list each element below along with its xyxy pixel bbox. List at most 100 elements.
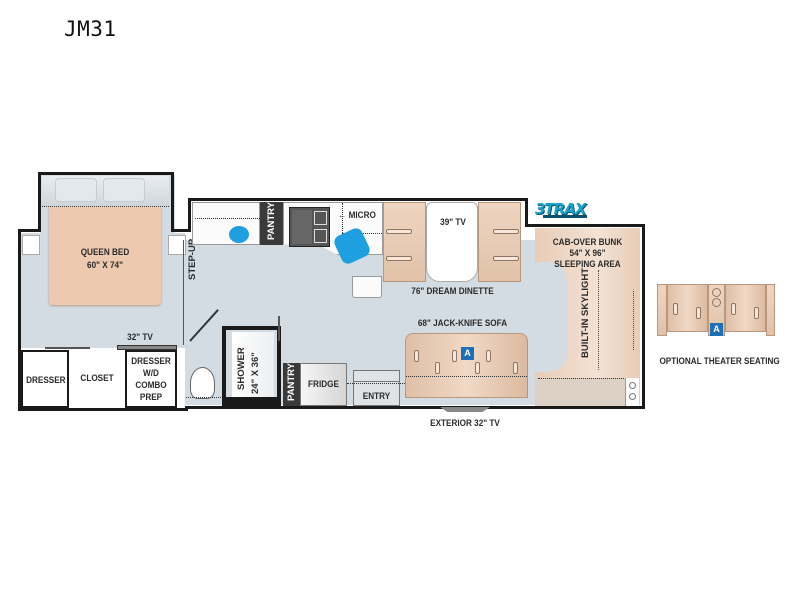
closet-rod	[45, 347, 90, 349]
sofa-arm	[414, 350, 419, 362]
sofa-arm	[486, 350, 491, 362]
shower-label: SHOWER	[236, 347, 247, 390]
dinette-table: 39" TV	[426, 202, 478, 282]
bath-door-jamb	[278, 316, 280, 341]
seat-arm	[754, 307, 759, 319]
wall	[38, 172, 41, 232]
shower-wall	[222, 326, 280, 330]
pillow	[55, 178, 97, 202]
wall	[171, 229, 191, 232]
wall	[525, 198, 528, 226]
wall	[18, 229, 21, 411]
wall	[185, 406, 645, 409]
shower-size: 24" X 36"	[250, 352, 261, 394]
fridge: FRIDGE	[300, 363, 347, 406]
shower-wall	[222, 326, 226, 408]
burner-icon	[314, 229, 327, 243]
stove-icon	[289, 207, 330, 247]
wall	[642, 224, 645, 408]
cupholder-icon	[712, 288, 721, 297]
dresser-combo-line2: W/D	[143, 368, 159, 379]
dinette-label: 76" DREAM DINETTE	[411, 286, 494, 297]
bed-label: QUEEN BED	[80, 247, 130, 258]
shower-base	[226, 397, 277, 407]
toilet-icon	[190, 367, 215, 399]
counter-edge	[195, 218, 260, 219]
pantry-bottom: PANTRY	[283, 363, 300, 406]
pantry-bottom-label: PANTRY	[286, 363, 297, 401]
sofa-arm	[475, 362, 480, 374]
nightstand	[168, 235, 186, 255]
exterior-tv-icon	[440, 407, 490, 412]
wall	[188, 198, 528, 201]
seat-icon	[629, 393, 636, 400]
dresser-combo: DRESSER W/D COMBO PREP	[125, 350, 177, 408]
step-divider	[183, 240, 184, 345]
bed-size: 60" X 74"	[87, 260, 123, 271]
jack-knife-sofa	[405, 333, 528, 398]
logo-text: 3TRAX	[535, 200, 586, 218]
wall	[20, 229, 41, 232]
bedroom-tv-label: 32" TV	[127, 332, 153, 343]
pillow	[103, 178, 145, 202]
cab-bunk-label: CAB-OVER BUNK	[552, 237, 623, 248]
micro-label: ← MICRO	[336, 210, 379, 221]
nightstand	[22, 235, 40, 255]
seat-icon	[629, 382, 636, 389]
theater-seat-right	[725, 284, 766, 332]
logo-underline	[543, 215, 587, 218]
step-line	[354, 381, 399, 382]
micro-text: MICRO	[348, 210, 376, 221]
dinette-tv-label: 39" TV	[440, 217, 466, 228]
arrow-left-icon: ←	[338, 210, 347, 221]
dresser-combo-line1: DRESSER	[131, 356, 171, 367]
entry-step: ENTRY	[353, 370, 400, 406]
sofa-arm	[452, 350, 457, 362]
theater-seat-left	[667, 284, 708, 332]
fridge-label: FRIDGE	[308, 379, 339, 390]
sofa-label: 68" JACK-KNIFE SOFA	[417, 318, 508, 329]
oven-icon	[292, 210, 312, 244]
cab-dash	[535, 378, 625, 406]
bedroom-tv-icon	[117, 345, 177, 350]
seat-arm	[493, 229, 519, 234]
sofa-arm	[435, 362, 440, 374]
seat-arm	[696, 307, 701, 319]
wall	[171, 172, 174, 232]
floorplan-title: JM31	[64, 17, 117, 41]
galley-end	[352, 276, 382, 298]
dresser-combo-line4: PREP	[139, 392, 163, 403]
theater-side	[766, 284, 775, 336]
seat-arm	[731, 303, 736, 315]
wall	[525, 224, 645, 227]
dresser-combo-line3: COMBO	[135, 380, 167, 391]
cab-window	[625, 378, 639, 406]
wall	[38, 172, 174, 175]
bath-sink-counter	[192, 202, 260, 245]
micro-outline	[342, 203, 343, 233]
cupholder-icon	[712, 298, 721, 307]
dresser-label: DRESSER	[26, 375, 66, 386]
dinette-seat-left	[383, 202, 426, 282]
pantry-top: PANTRY	[260, 202, 283, 245]
sofa-arm	[513, 362, 518, 374]
dash-edge	[538, 378, 626, 379]
bed-edge	[42, 206, 169, 207]
cab-bunk-size: 54" X 96"	[569, 248, 606, 259]
closet-label: CLOSET	[80, 373, 114, 384]
skylight-label: BUILT-IN SKYLIGHT	[580, 267, 591, 358]
seat-arm	[386, 256, 412, 261]
entry-edge	[347, 383, 405, 384]
3trax-logo: 3TRAX	[535, 200, 587, 220]
seat-arm	[493, 256, 519, 261]
theater-label: OPTIONAL THEATER SEATING	[659, 356, 780, 367]
burner-icon	[314, 211, 327, 225]
theater-side	[657, 284, 667, 336]
pantry-top-label: PANTRY	[266, 202, 277, 240]
dinette-seat-right	[478, 202, 521, 282]
exterior-tv-label: EXTERIOR 32" TV	[430, 418, 500, 429]
sink-icon	[229, 226, 249, 243]
shower-wall	[277, 326, 281, 408]
dresser: DRESSER	[21, 350, 69, 408]
cab-bunk-area: SLEEPING AREA	[554, 259, 621, 270]
